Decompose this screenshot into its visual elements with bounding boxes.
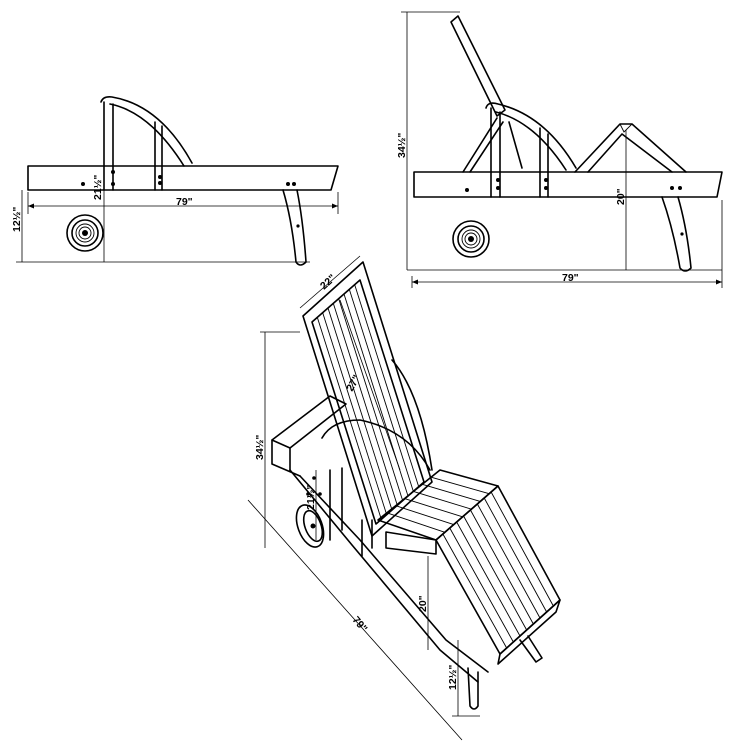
leg-slat <box>483 497 548 613</box>
back-slat <box>327 307 393 511</box>
dim-back-height: 34½" <box>396 11 460 270</box>
dim-wheel-height: 12½" <box>11 190 310 263</box>
iso-leg-rest <box>435 485 561 665</box>
rear-leg <box>282 189 307 266</box>
dim-seat-height: 21½" <box>92 160 105 262</box>
iso-dim-leg-height-label: 20" <box>417 595 429 612</box>
seat-slat <box>431 476 490 495</box>
frame-rail <box>27 165 339 191</box>
seat-slat <box>404 498 463 518</box>
iso-dim-wheel-height: 12½" <box>447 640 480 717</box>
back-slat <box>316 317 382 520</box>
wheel <box>452 220 490 258</box>
bolt-marks <box>465 178 682 192</box>
iso-dim-back-height: 34½" <box>254 331 300 548</box>
leg-slat <box>463 515 528 631</box>
iso-rear-leg <box>467 667 479 710</box>
back-rest-raised <box>450 15 506 117</box>
back-post <box>103 101 114 191</box>
iso-wheel <box>295 504 325 548</box>
dim-back-height-label: 34½" <box>396 133 408 158</box>
iso-dim-seat-height-label: 21½" <box>305 485 317 510</box>
side-view-flat: 79" 21½" 12½" <box>11 96 339 266</box>
back-slat <box>354 284 420 487</box>
back-slat <box>348 289 414 492</box>
dim-leg-height: 20" <box>615 130 627 270</box>
iso-dim-width: 22" <box>299 255 361 309</box>
armrest <box>485 102 577 169</box>
bolt-marks <box>306 476 322 496</box>
leg-slat <box>456 521 521 637</box>
leg-slat <box>442 533 508 649</box>
seat-slat <box>395 505 454 525</box>
dim-seat-height-label: 21½" <box>92 175 104 200</box>
iso-side-frame <box>271 359 489 683</box>
dim-length-label: 79" <box>176 196 193 208</box>
iso-seat <box>377 469 499 555</box>
back-slat <box>332 303 398 506</box>
dim-length: 79" <box>27 192 339 214</box>
seat-slat <box>413 490 472 510</box>
isometric-view: 22" 27" 34½" 21½" 79" 20" <box>247 255 561 741</box>
back-slat <box>338 298 404 501</box>
wheel <box>66 214 104 252</box>
rear-leg <box>661 196 692 272</box>
leg-rest-raised <box>574 123 687 173</box>
seat-slat <box>422 483 481 502</box>
dim-leg-height-label: 20" <box>615 188 627 205</box>
iso-dim-width-label: 22" <box>318 272 338 292</box>
iso-dim-wheel-height-label: 12½" <box>447 665 459 690</box>
leg-slat <box>490 491 554 607</box>
iso-dim-back-length: 27" <box>339 299 401 471</box>
dim-length: 79" <box>407 200 723 288</box>
iso-dim-seat-height: 21½" <box>305 470 317 540</box>
leg-slat <box>470 509 534 625</box>
side-view-reclined: 34½" 20" 79" <box>396 11 723 288</box>
back-rest <box>100 96 193 164</box>
iso-dim-leg-height: 20" <box>417 556 429 650</box>
bolt-marks <box>81 170 296 186</box>
leg-slat <box>449 527 514 643</box>
dim-wheel-height-label: 12½" <box>11 207 23 232</box>
leg-slat <box>476 503 541 619</box>
iso-back-rest <box>302 261 433 537</box>
back-slat <box>322 312 388 515</box>
dim-length-label: 79" <box>562 272 579 284</box>
iso-dim-back-height-label: 34½" <box>254 435 266 460</box>
iso-dim-length: 79" <box>247 499 463 741</box>
seat-slat <box>386 512 446 533</box>
frame-rail <box>413 171 723 198</box>
